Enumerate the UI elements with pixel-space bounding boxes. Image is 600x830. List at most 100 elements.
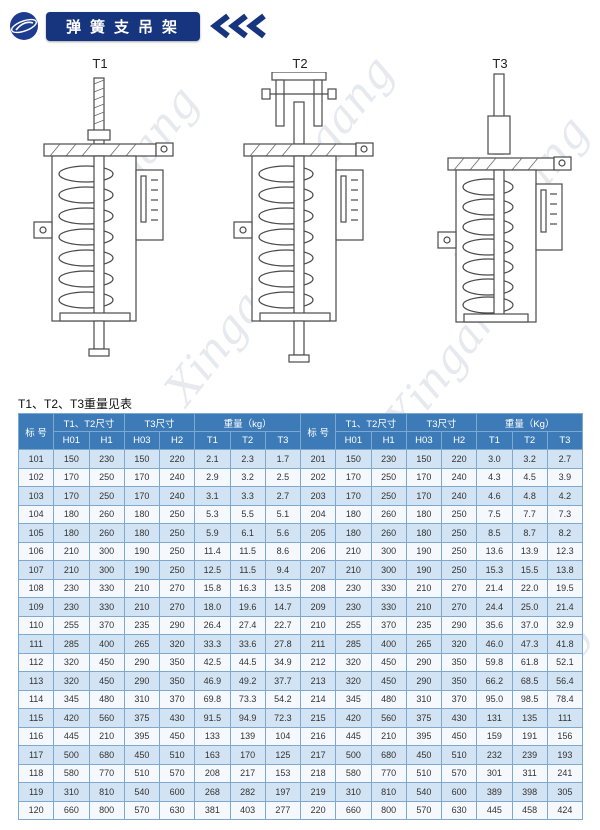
- value-cell: 320: [335, 671, 372, 691]
- subcol-h2-left: H2: [158, 431, 196, 450]
- value-cell: 230: [53, 597, 90, 617]
- value-cell: 12.5: [194, 560, 231, 580]
- figure-t2-drawing: [233, 72, 374, 363]
- value-cell: 270: [441, 578, 478, 598]
- value-cell: 300: [370, 560, 407, 580]
- value-cell: 450: [370, 652, 407, 672]
- value-cell: 400: [88, 634, 125, 654]
- mark-cell: 116: [17, 726, 55, 746]
- value-cell: 270: [158, 597, 196, 617]
- value-cell: 8.6: [264, 541, 302, 561]
- value-cell: 190: [123, 541, 161, 561]
- mark-cell: 118: [17, 763, 55, 783]
- value-cell: 375: [123, 708, 161, 728]
- value-cell: 210: [53, 560, 90, 580]
- value-cell: 156: [546, 726, 584, 746]
- value-cell: 250: [370, 486, 407, 506]
- value-cell: 91.5: [194, 708, 231, 728]
- value-cell: 330: [88, 578, 125, 598]
- value-cell: 330: [370, 597, 407, 617]
- mark-cell: 104: [17, 504, 55, 524]
- value-cell: 180: [405, 504, 443, 524]
- value-cell: 170: [53, 486, 90, 506]
- mark-cell: 114: [17, 689, 55, 709]
- value-cell: 3.2: [229, 467, 266, 487]
- value-cell: 250: [158, 560, 196, 580]
- value-cell: 22.0: [511, 578, 548, 598]
- subcol-t3-right: T3: [546, 431, 584, 450]
- mark-cell: 115: [17, 708, 55, 728]
- value-cell: 250: [441, 523, 478, 543]
- value-cell: 290: [158, 615, 196, 635]
- mark-cell: 110: [17, 615, 55, 635]
- value-cell: 255: [53, 615, 90, 635]
- value-cell: 450: [88, 671, 125, 691]
- value-cell: 232: [476, 745, 513, 765]
- figure-t3: T3: [408, 56, 593, 382]
- mark-cell: 103: [17, 486, 55, 506]
- mark-cell: 120: [17, 800, 55, 820]
- mark-cell: 108: [17, 578, 55, 598]
- subcol-t1-left: T1: [194, 431, 231, 450]
- value-cell: 8.5: [476, 523, 513, 543]
- value-cell: 320: [53, 671, 90, 691]
- value-cell: 330: [88, 597, 125, 617]
- value-cell: 170: [229, 745, 266, 765]
- value-cell: 170: [405, 486, 443, 506]
- value-cell: 21.4: [546, 597, 584, 617]
- value-cell: 190: [405, 541, 443, 561]
- value-cell: 153: [264, 763, 302, 783]
- value-cell: 241: [546, 763, 584, 783]
- value-cell: 345: [53, 689, 90, 709]
- value-cell: 770: [370, 763, 407, 783]
- subcol-t1-right: T1: [476, 431, 513, 450]
- figure-t3-drawing: [437, 73, 572, 323]
- value-cell: 250: [441, 541, 478, 561]
- value-cell: 197: [264, 782, 302, 802]
- value-cell: 580: [335, 763, 372, 783]
- value-cell: 18.0: [194, 597, 231, 617]
- value-cell: 600: [441, 782, 478, 802]
- value-cell: 260: [88, 504, 125, 524]
- value-cell: 2.7: [264, 486, 302, 506]
- value-cell: 2.3: [229, 449, 266, 469]
- value-cell: 220: [158, 449, 196, 469]
- value-cell: 450: [88, 652, 125, 672]
- figure-t1-label: T1: [92, 56, 108, 71]
- mark-cell: 220: [300, 800, 337, 820]
- value-cell: 150: [335, 449, 372, 469]
- value-cell: 8.7: [511, 523, 548, 543]
- value-cell: 15.8: [194, 578, 231, 598]
- subcol-h2-right: H2: [441, 431, 478, 450]
- value-cell: 22.7: [264, 615, 302, 635]
- mark-cell: 201: [300, 449, 337, 469]
- value-cell: 420: [53, 708, 90, 728]
- value-cell: 180: [335, 523, 372, 543]
- value-cell: 290: [405, 652, 443, 672]
- value-cell: 49.2: [229, 671, 266, 691]
- mark-cell: 215: [300, 708, 337, 728]
- value-cell: 16.3: [229, 578, 266, 598]
- value-cell: 290: [123, 671, 161, 691]
- value-cell: 73.3: [229, 689, 266, 709]
- value-cell: 35.6: [476, 615, 513, 635]
- value-cell: 500: [335, 745, 372, 765]
- value-cell: 445: [53, 726, 90, 746]
- value-cell: 33.6: [229, 634, 266, 654]
- value-cell: 430: [158, 708, 196, 728]
- value-cell: 3.0: [476, 449, 513, 469]
- value-cell: 15.5: [511, 560, 548, 580]
- value-cell: 255: [335, 615, 372, 635]
- value-cell: 445: [476, 800, 513, 820]
- subcol-t2-right: T2: [511, 431, 548, 450]
- mark-cell: 119: [17, 782, 55, 802]
- value-cell: 7.5: [476, 504, 513, 524]
- value-cell: 370: [370, 615, 407, 635]
- value-cell: 250: [370, 467, 407, 487]
- value-cell: 2.9: [194, 467, 231, 487]
- col-weight-right: 重量（Kg）: [476, 413, 584, 432]
